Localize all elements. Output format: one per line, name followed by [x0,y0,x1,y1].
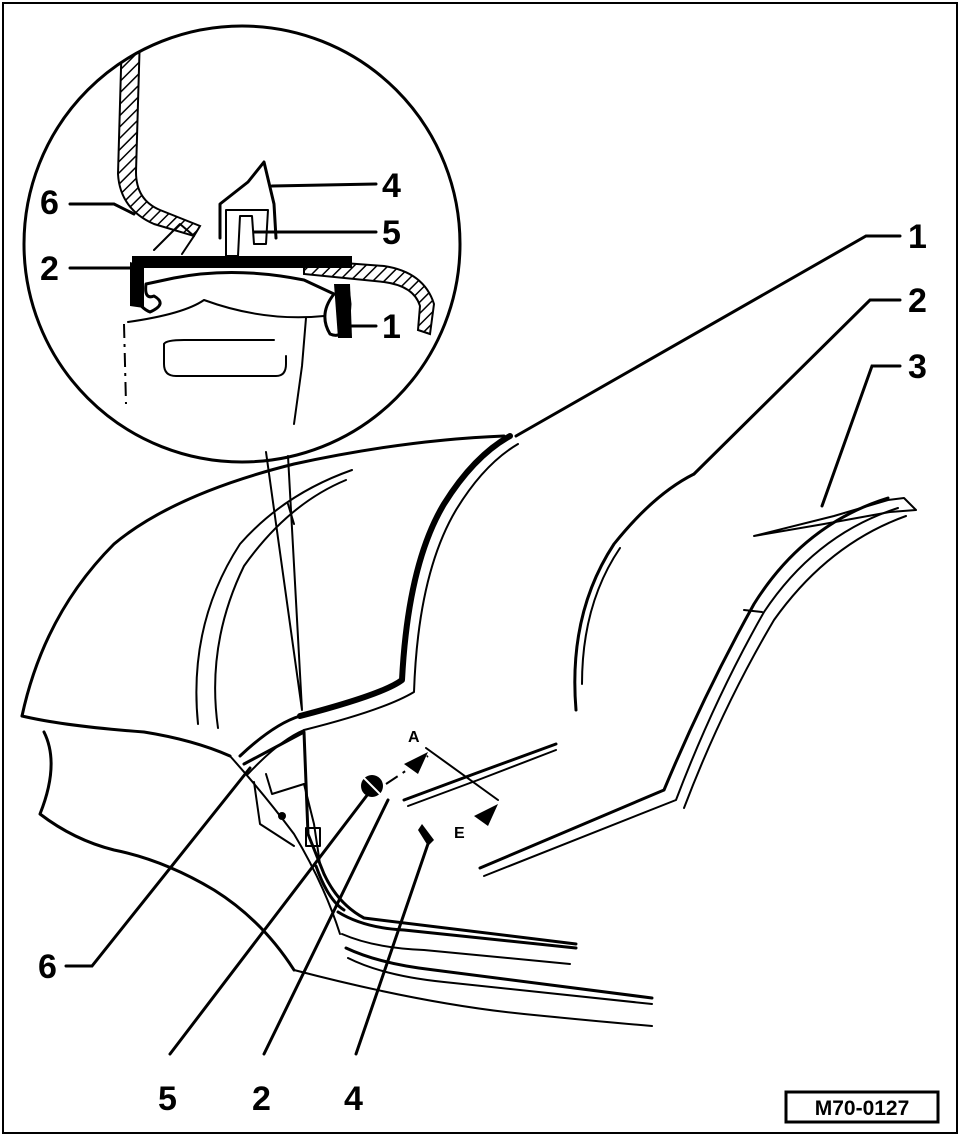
part-3-inner-2 [683,515,907,809]
part-2-seal-curve [573,472,696,712]
part-3-top-end [753,497,917,537]
sill-strip-1 [336,910,578,950]
direction-axis [425,747,499,801]
leader-2b [262,798,390,1056]
sill-strip-2 [341,933,571,965]
door-seal-frame [297,433,513,719]
pillar-panel-b [265,773,305,795]
pillar-panel-c [303,783,321,865]
leader-2 [692,298,902,476]
magnifier-circle [22,24,462,464]
figure-code-frame [784,1090,940,1124]
door-seal-frame-inner [303,443,519,731]
detail-callout-4: 4 [382,167,401,205]
direction-label-a: A [408,729,420,746]
callout-1: 1 [908,218,927,256]
callout-2-lower: 2 [252,1080,271,1118]
car-body [20,433,654,1027]
pillar-dash-left [123,323,127,405]
part-3-moulding [478,496,917,877]
pillar-inner-cutout [163,343,287,377]
detail-leader-4 [270,182,378,188]
leader-4 [354,836,432,1056]
leader-5 [168,792,370,1056]
part-2-seal-curve-inner [581,547,621,685]
arrow-e-head [474,804,498,826]
sill-strip-corner [314,864,346,912]
sill-strip-3 [344,946,654,1000]
diagram-canvas: 6 4 5 2 1 [20,24,940,1124]
strip-end-left [130,262,144,308]
a-pillar-lower-edge [229,755,341,935]
callout-5: 5 [158,1080,177,1118]
figure-code-text: M70-0127 [815,1097,910,1120]
clip-body [218,160,278,240]
trim-strip-inner [407,749,557,807]
leader-1 [514,234,902,438]
part-5-plug [361,775,383,797]
pillar-panel-a [253,781,295,847]
detail-callout-5: 5 [382,214,401,252]
window-mark [287,503,295,525]
pillar-slot [305,827,321,847]
figure-code-box: M70-0127 [784,1090,940,1124]
direction-label-e: E [454,825,465,842]
hatched-panel-left [116,33,202,238]
window-inner-line [214,479,347,729]
arrow-a-head [404,752,428,774]
sill-strip-4 [347,957,653,1005]
part-3-outer [478,496,890,870]
leader-6 [64,766,252,968]
trim-strip [402,742,558,802]
callout-3: 3 [908,348,927,386]
part-3-mark [743,609,763,613]
detail-callout-6: 6 [40,184,59,222]
seal-profile [130,262,352,337]
leader-3 [820,364,902,508]
part-3-inner [483,507,899,877]
retaining-strip [132,256,352,268]
hatched-panel-right [303,258,436,336]
fender-lower-edge [20,714,232,758]
pillar-cutout-top [163,339,275,345]
clip-tongue [225,209,269,257]
callout-2: 2 [908,282,927,320]
detail-callout-1: 1 [382,308,401,346]
wheel-arch [38,730,296,972]
detail-contents [116,33,436,425]
magnifier-cone [265,451,303,711]
direction-indicator: A E [385,729,499,842]
part-4-clip [418,824,434,846]
door-seal-corner [238,714,302,758]
plug-highlight [361,775,383,797]
pillar-edge-right [293,317,307,425]
detail-magnifier: 6 4 5 2 1 [22,24,462,711]
strip-end-right [334,284,352,338]
pillar-upper-edge [127,299,325,323]
fender-top-curve [20,434,506,718]
detail-callout-2: 2 [40,250,59,288]
clip-left [153,223,195,255]
sill-bottom-line [293,969,653,1027]
callout-4: 4 [344,1080,363,1118]
detail-leader-6 [68,202,136,216]
callout-6: 6 [38,948,57,986]
window-outer-line [195,469,353,725]
pillar-lower-outline [242,730,578,946]
pillar-hole [278,812,286,820]
